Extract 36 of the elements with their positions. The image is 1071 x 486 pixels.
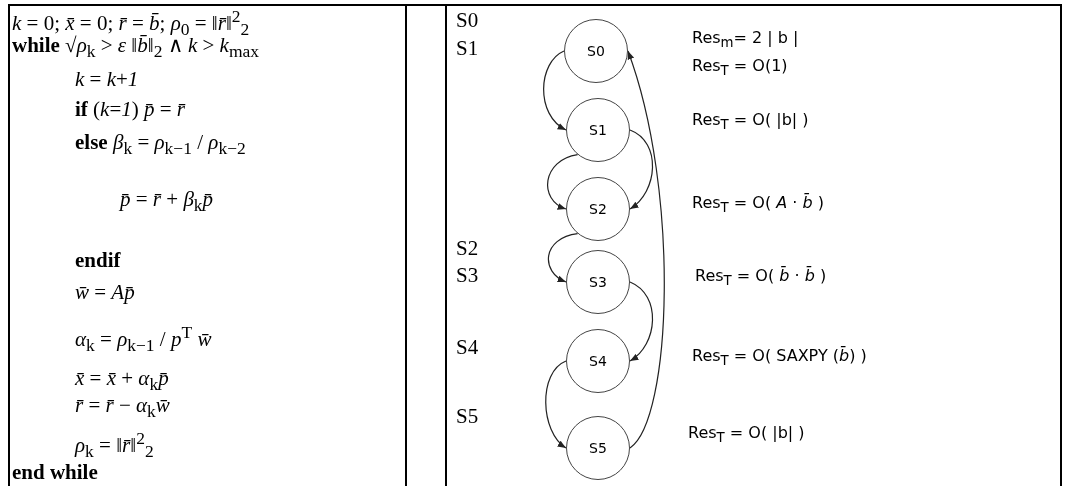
arrow bbox=[547, 233, 579, 283]
state-marker: S4 bbox=[456, 335, 479, 360]
arrow bbox=[627, 50, 665, 449]
state-marker: S5 bbox=[456, 404, 479, 429]
state-marker: S0 bbox=[456, 8, 479, 33]
state-circle: S0 bbox=[564, 19, 628, 83]
state-marker: S3 bbox=[456, 263, 479, 288]
code-line: α$_{k}$ = ρ$_{k−1}$ / p$^{T}$ w̄ bbox=[75, 322, 212, 357]
complexity-annotation: Res$_{T}$ = O(1) bbox=[692, 56, 788, 79]
code-line: k = k+1 bbox=[75, 67, 139, 92]
arrow bbox=[543, 50, 567, 131]
code-line: if (k=1) p̄ = r̄ bbox=[75, 97, 186, 122]
complexity-annotation: Res$_{T}$ = O( A · b̄ ) bbox=[692, 193, 824, 216]
complexity-annotation: Res$_{T}$ = O( b̄ · b̄ ) bbox=[695, 266, 827, 289]
code-line: endif bbox=[75, 248, 121, 273]
code-line: end while bbox=[12, 460, 98, 485]
complexity-annotation: Res$_{T}$ = O( |b| ) bbox=[692, 110, 809, 133]
state-circle: S4 bbox=[566, 329, 630, 393]
complexity-annotation: Res$_{T}$ = O( |b| ) bbox=[688, 423, 805, 446]
code-line: p̄ = r̄ + β$_{k}$p̄ bbox=[120, 187, 214, 217]
code-line: r̄ = r̄ − α$_{k}$w̄ bbox=[75, 393, 170, 423]
state-circle: S5 bbox=[566, 416, 630, 480]
code-line: x̄ = x̄ + α$_{k}$p̄ bbox=[75, 366, 169, 396]
code-line: w̄ = Ap̄ bbox=[75, 280, 135, 305]
state-circle: S2 bbox=[566, 177, 630, 241]
arrow bbox=[629, 129, 654, 210]
complexity-annotation: Res$_{m}$= 2 | b | bbox=[692, 28, 799, 51]
arrow bbox=[547, 154, 579, 210]
state-marker: S2 bbox=[456, 236, 479, 261]
code-line: else β$_{k}$ = ρ$_{k−1}$ / ρ$_{k−2}$ bbox=[75, 130, 246, 160]
complexity-annotation: Res$_{T}$ = O( SAXPY (b̄) ) bbox=[692, 346, 867, 369]
state-circle: S3 bbox=[566, 250, 630, 314]
arrow bbox=[545, 360, 567, 449]
arrow bbox=[629, 281, 654, 362]
state-circle: S1 bbox=[566, 98, 630, 162]
state-marker: S1 bbox=[456, 36, 479, 61]
